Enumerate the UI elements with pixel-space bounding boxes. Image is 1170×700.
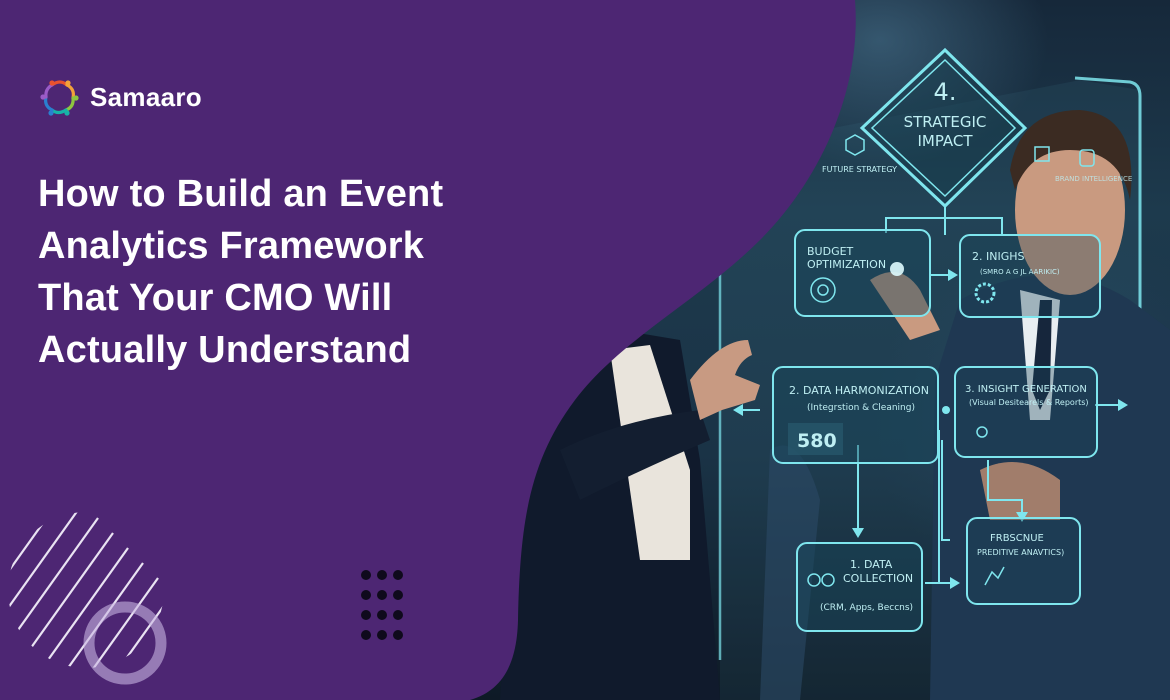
insight-generation-box: 3. INSIGHT GENERATION (Visual Desitearel… (954, 366, 1098, 458)
svg-text:COLLECTION: COLLECTION (843, 572, 913, 585)
data-harmonization-box: 2. DATA HARMONIZATION (Integrstion & Cle… (772, 366, 939, 464)
budget-optimization-box: BUDGET OPTIMIZATION (794, 229, 931, 317)
svg-text:FRBSCNUE: FRBSCNUE (990, 533, 1044, 544)
svg-text:FUTURE STRATEGY: FUTURE STRATEGY (822, 165, 897, 174)
headline-line: How to Build an Event (38, 173, 444, 215)
svg-text:STRATEGIC: STRATEGIC (904, 113, 987, 131)
man-figure (870, 110, 1170, 700)
headline-line: Actually Understand (38, 329, 412, 371)
diagonal-stripes-decoration (8, 512, 164, 668)
ring-decoration (83, 601, 167, 685)
svg-text:PREDITIVE ANAVTICS): PREDITIVE ANAVTICS) (977, 548, 1064, 557)
predictive-analytics-box: FRBSCNUE PREDITIVE ANAVTICS) (966, 517, 1081, 605)
svg-text:1. DATA: 1. DATA (850, 558, 893, 571)
people-circle-logo-icon (40, 80, 79, 116)
svg-text:BRAND INTELLIGENCE: BRAND INTELLIGENCE (1055, 175, 1132, 183)
brand-logo[interactable]: Samaaro (40, 77, 202, 117)
svg-text:580: 580 (797, 430, 837, 452)
svg-text:(Visual Desitearels & Reports): (Visual Desitearels & Reports) (969, 398, 1089, 407)
svg-text:(CRM, Apps, Beccns): (CRM, Apps, Beccns) (820, 603, 913, 613)
svg-text:IMPACT: IMPACT (917, 132, 973, 150)
svg-text:(SMRO A G JL AARIKIC): (SMRO A G JL AARIKIC) (980, 268, 1060, 276)
svg-text:BUDGET: BUDGET (807, 245, 854, 258)
data-collection-box: 1. DATA COLLECTION (CRM, Apps, Beccns) (796, 542, 923, 632)
svg-text:2. DATA HARMONIZATION: 2. DATA HARMONIZATION (789, 384, 929, 397)
svg-text:OPTIMIZATION: OPTIMIZATION (807, 258, 886, 271)
insights-box: 2. INIGHS (SMRO A G JL AARIKIC) (959, 234, 1101, 318)
svg-text:3. INSIGHT GENERATION: 3. INSIGHT GENERATION (965, 384, 1087, 395)
brand-name: Samaaro (90, 81, 202, 112)
page-title: How to Build an Event Analytics Framewor… (38, 168, 578, 376)
headline-line: Analytics Framework (38, 225, 425, 267)
svg-text:4.: 4. (934, 78, 957, 106)
svg-text:(Integrstion & Cleaning): (Integrstion & Cleaning) (807, 403, 915, 413)
headline-line: That Your CMO Will (38, 277, 393, 319)
strategic-impact-diamond: 4. STRATEGIC IMPACT (859, 47, 1028, 209)
svg-text:2. INIGHS: 2. INIGHS (972, 250, 1025, 263)
dot-grid-decoration (361, 570, 403, 640)
